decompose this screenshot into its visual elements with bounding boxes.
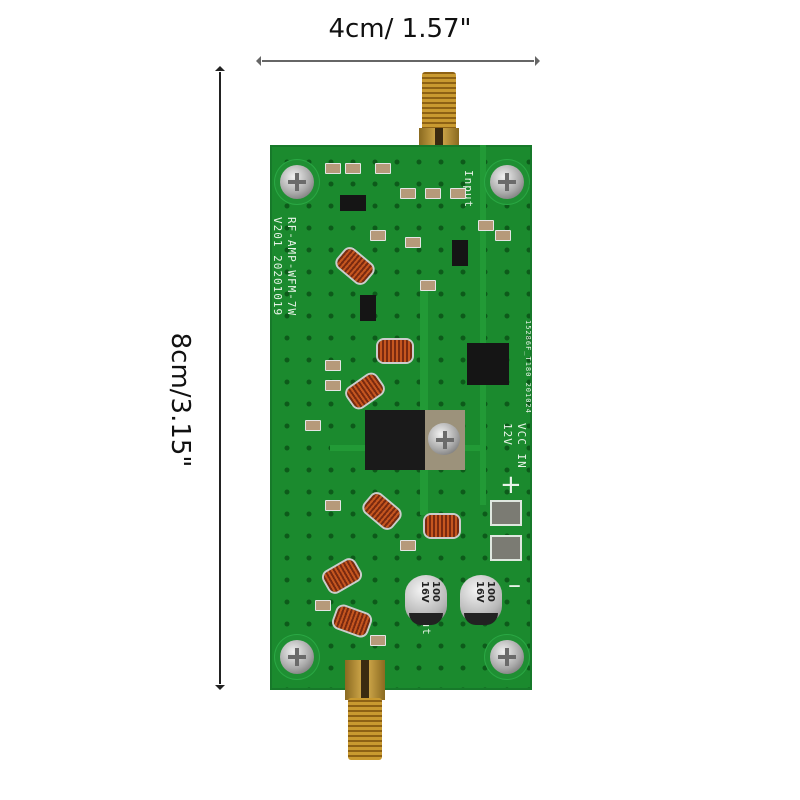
mounting-screw-top-right xyxy=(490,165,524,199)
silkscreen-code: 15286F_T180 201024 xyxy=(524,320,532,414)
silkscreen-12v: 12V xyxy=(501,423,514,446)
height-dimension-arrow xyxy=(215,66,225,690)
transistor-screw xyxy=(428,423,460,455)
transistor-heat-tab xyxy=(425,410,465,470)
inductor-coil-3 xyxy=(344,372,386,410)
width-dimension-label: 4cm/ 1.57" xyxy=(328,14,472,44)
ic-sot23-2 xyxy=(360,295,376,321)
mounting-screw-bottom-right xyxy=(490,640,524,674)
ic-sot23-1 xyxy=(340,195,366,211)
mounting-screw-top-left xyxy=(280,165,314,199)
minus-symbol: – xyxy=(508,570,521,600)
inductor-coil-5 xyxy=(425,515,459,537)
inductor-coil-2 xyxy=(378,340,412,362)
inductor-coil-4 xyxy=(361,491,403,531)
electrolytic-capacitor-1: 100 16V xyxy=(405,575,447,625)
silkscreen-model: RF-AMP-WFM-7W xyxy=(285,217,298,317)
silkscreen-version: V201 20201019 xyxy=(271,217,284,317)
inductor-coil-6 xyxy=(321,557,363,595)
mounting-screw-bottom-left xyxy=(280,640,314,674)
power-pad-negative xyxy=(490,535,522,561)
inductor-coil-1 xyxy=(334,246,376,286)
silkscreen-vcc-in: VCC IN xyxy=(515,423,528,469)
plus-symbol: + xyxy=(500,470,522,500)
height-dimension-label: 8cm/3.15" xyxy=(165,332,195,468)
voltage-regulator-ic xyxy=(467,343,509,385)
electrolytic-capacitor-2: 100 16V xyxy=(460,575,502,625)
inductor-coil-7 xyxy=(332,604,372,638)
power-pad-positive xyxy=(490,500,522,526)
ic-sot89 xyxy=(452,240,468,266)
width-dimension-arrow xyxy=(256,56,540,66)
pcb-board: RF-AMP-WFM-7W V201 20201019 Input Output… xyxy=(270,145,532,690)
